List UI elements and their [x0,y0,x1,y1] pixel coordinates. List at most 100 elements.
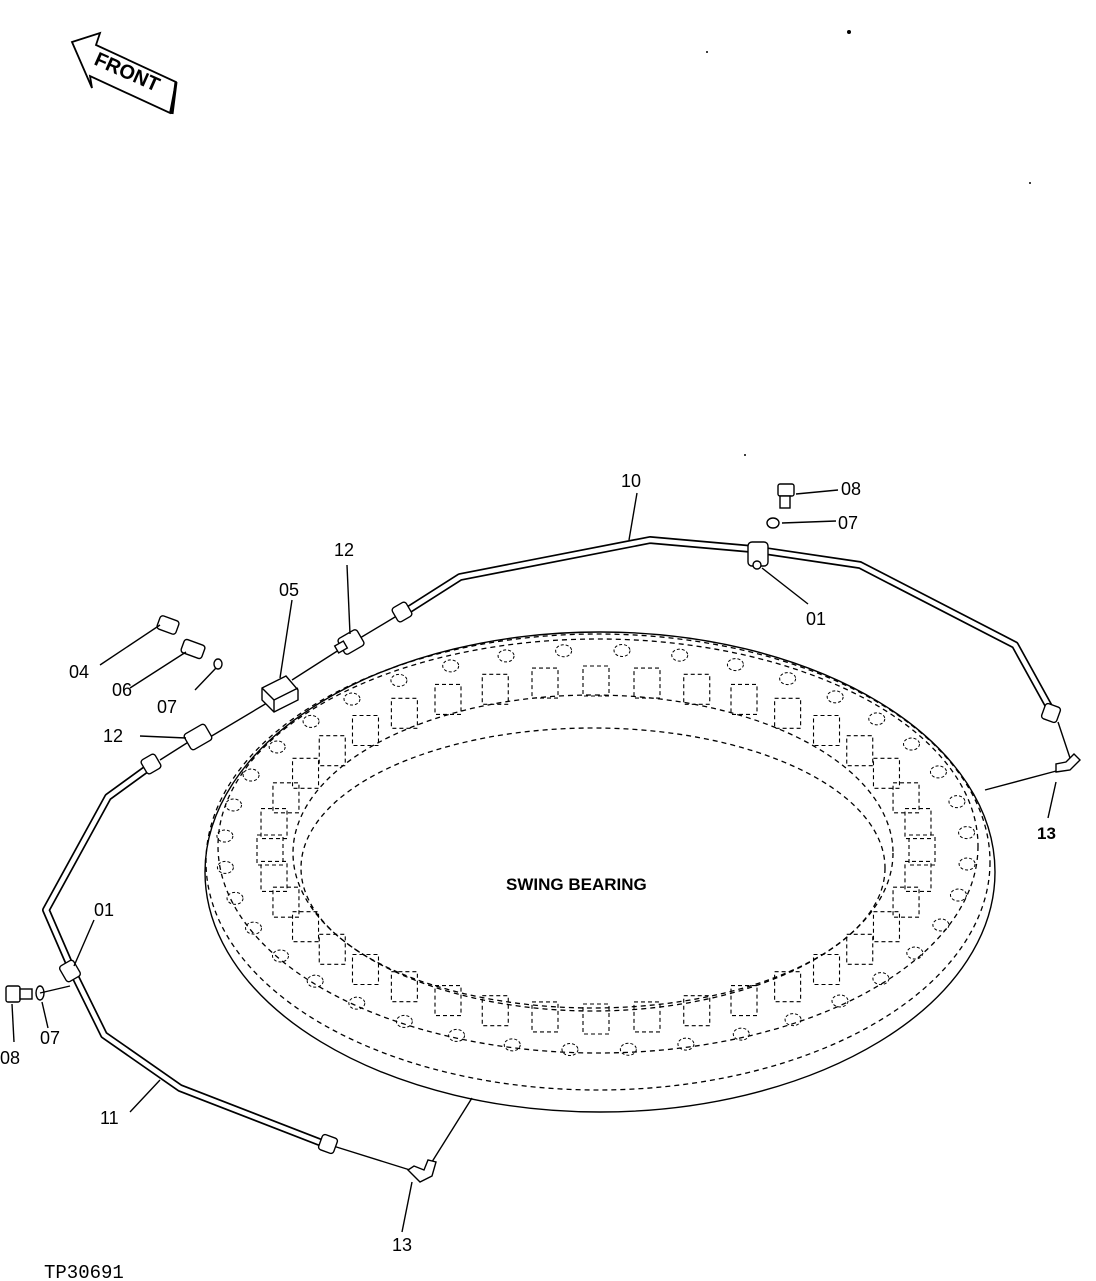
bolt-hole [677,1037,695,1051]
bolt-hole [555,644,573,658]
bolt-hole [906,946,924,960]
gear-tooth [582,665,610,697]
bolt-hole [216,860,234,874]
bolt-hole [348,996,366,1010]
front-arrow-icon: FRONT [70,31,178,115]
gear-tooth [730,683,758,715]
gear-tooth [390,697,418,729]
gear-tooth [291,757,320,789]
bolt-hole [826,690,844,704]
bolt-hole [242,768,260,782]
bolt-hole [561,1043,579,1057]
gear-tooth [481,673,509,705]
gear-tooth [291,911,320,943]
bolt-hole [868,712,886,726]
gear-tooth [351,714,380,747]
bolt-hole [390,673,408,687]
callout-10: 10 [621,471,641,491]
gear-tooth [434,683,462,715]
bolt-hole [503,1038,521,1052]
bolt-hole [779,672,797,686]
gear-tooth [846,735,874,767]
bolt-hole [671,648,689,662]
bolt-hole [268,740,286,754]
swing-bearing-label: SWING BEARING [506,875,647,894]
bolt-hole [442,659,460,673]
clamp-01-left [58,959,82,983]
bolt-hole [395,1014,413,1028]
tube-11 [42,761,331,1149]
gear-tooth [774,697,802,729]
clamp-01-right [747,541,769,570]
bolt-hole [619,1042,637,1056]
callout-07-top: 07 [838,513,858,533]
bolt-hole [302,714,320,728]
callout-11: 11 [100,1108,119,1128]
gear-tooth [774,971,802,1003]
gear-tooth [730,985,758,1017]
bolt-hole [948,795,966,809]
bolt-hole [497,649,515,663]
callout-07-mid: 07 [157,697,177,717]
gear-tooth [872,911,901,943]
swing-bearing [204,631,996,1113]
bolt-hole [271,949,289,963]
block-05 [261,675,299,713]
bolt-hole [932,918,950,932]
tube-10 [401,536,1056,716]
gear-tooth [351,953,380,986]
reference-number: TP30691 [44,1262,124,1281]
callout-08-left: 08 [0,1048,20,1068]
gear-tooth [683,673,711,705]
fitting-06 [180,638,206,660]
gear-tooth [908,834,936,866]
gear-tooth [318,735,346,767]
gear-tooth [633,1001,661,1033]
bolt-hole [306,974,324,988]
nut-11-end [140,753,162,775]
nut-10-right-end [1040,702,1062,724]
gear-tooth [531,667,559,699]
callout-12-top: 12 [334,540,354,560]
nut-10-end [391,601,413,623]
callout-07-left: 07 [40,1028,60,1048]
gear-tooth [481,995,509,1027]
bolt-hole [216,829,234,843]
bolt-hole [949,888,967,902]
callout-01-left: 01 [94,900,114,920]
nut-11-right-end [317,1133,339,1155]
bolt-hole [245,921,263,935]
gear-tooth [846,933,874,965]
bolt-hole [958,826,976,840]
gear-tooth [633,667,661,699]
gear-teeth [216,643,976,1057]
bolt-hole [958,857,976,871]
elbow-13-bottom [406,1159,437,1183]
gear-tooth [256,834,284,866]
callout-06: 06 [112,680,132,700]
elbow-13-right [1055,753,1081,773]
gear-tooth [872,757,901,789]
bolt-hole [872,972,890,986]
callout-13-right: 13 [1037,824,1056,843]
callout-13-bottom: 13 [392,1235,412,1255]
bolt-hole [448,1028,466,1042]
callout-05: 05 [279,580,299,600]
washer-07-mid [213,658,223,670]
connector-12-left [183,723,213,751]
bolt-hole [784,1013,802,1027]
bolt-hole [732,1027,750,1041]
bolt-08-top [777,483,795,509]
bolt-hole [903,737,921,751]
callout-01-right: 01 [806,609,826,629]
bolt-hole [929,765,947,779]
connector-12-top [333,629,365,655]
bolt-hole [726,658,744,672]
callout-08-top: 08 [841,479,861,499]
bolt-hole [613,643,631,657]
gear-tooth [812,953,841,986]
bolt-hole [225,798,243,812]
fitting-04 [156,615,180,635]
bolt-hole [343,692,361,706]
callout-12-left: 12 [103,726,123,746]
